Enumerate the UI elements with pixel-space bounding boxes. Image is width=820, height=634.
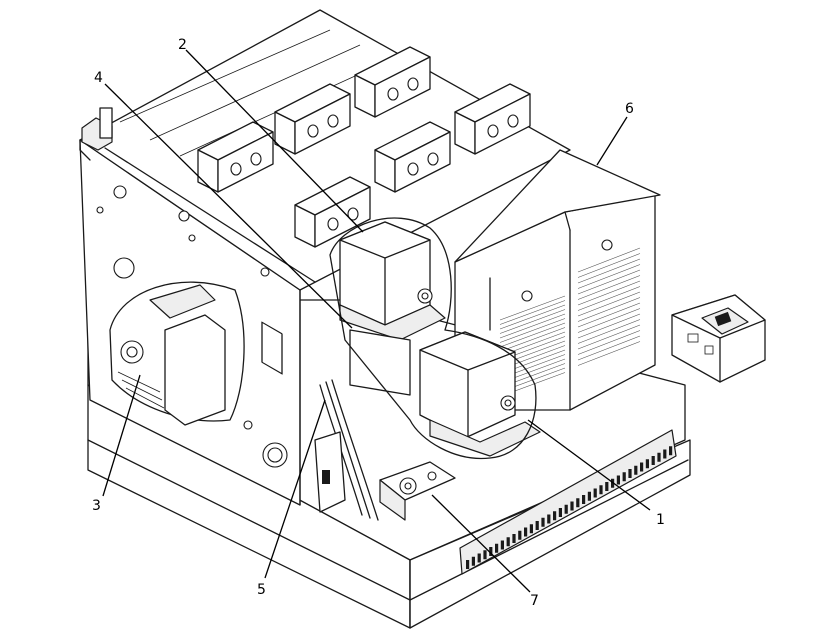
terminal-strip <box>459 429 677 575</box>
option-module <box>671 294 766 383</box>
callout-2: 2 <box>178 37 187 53</box>
bolt-hole <box>507 114 519 128</box>
aux-relay-lower <box>419 331 541 457</box>
bolt-hole <box>487 124 499 138</box>
bolt-hole <box>407 77 419 91</box>
contact-block <box>454 83 531 155</box>
bolt-hole <box>250 152 262 166</box>
terminal-block-7 <box>379 461 456 521</box>
callout-1: 1 <box>656 512 665 528</box>
wiring-harness-5 <box>314 379 379 521</box>
aux-relay-upper <box>339 221 446 396</box>
contact-block <box>374 121 451 193</box>
callout-6: 6 <box>625 101 634 117</box>
bolt-hole <box>327 217 339 231</box>
leader-7 <box>431 494 531 593</box>
callout-labels: 2 4 3 5 6 1 7 <box>92 37 665 609</box>
bolt-hole <box>387 87 399 101</box>
contact-block <box>294 176 371 248</box>
leader-5 <box>264 399 326 579</box>
bolt-hole <box>407 162 419 176</box>
contact-block <box>274 83 351 155</box>
leader-1 <box>527 419 651 511</box>
bolt-hole <box>230 162 242 176</box>
operator-mechanism-3 <box>109 281 245 426</box>
callout-4: 4 <box>94 70 103 86</box>
bolt-hole <box>347 207 359 221</box>
leader-6 <box>596 116 628 166</box>
bolt-hole <box>327 114 339 128</box>
callout-5: 5 <box>257 582 266 598</box>
leader-3 <box>102 374 141 497</box>
bolt-hole <box>307 124 319 138</box>
contact-blocks <box>197 46 531 248</box>
leader-2 <box>185 49 364 233</box>
callout-3: 3 <box>92 498 101 514</box>
leader-lines <box>102 49 651 593</box>
bolt-hole <box>427 152 439 166</box>
leader-4 <box>104 83 353 329</box>
callout-7: 7 <box>530 593 539 609</box>
contact-block <box>354 46 431 118</box>
